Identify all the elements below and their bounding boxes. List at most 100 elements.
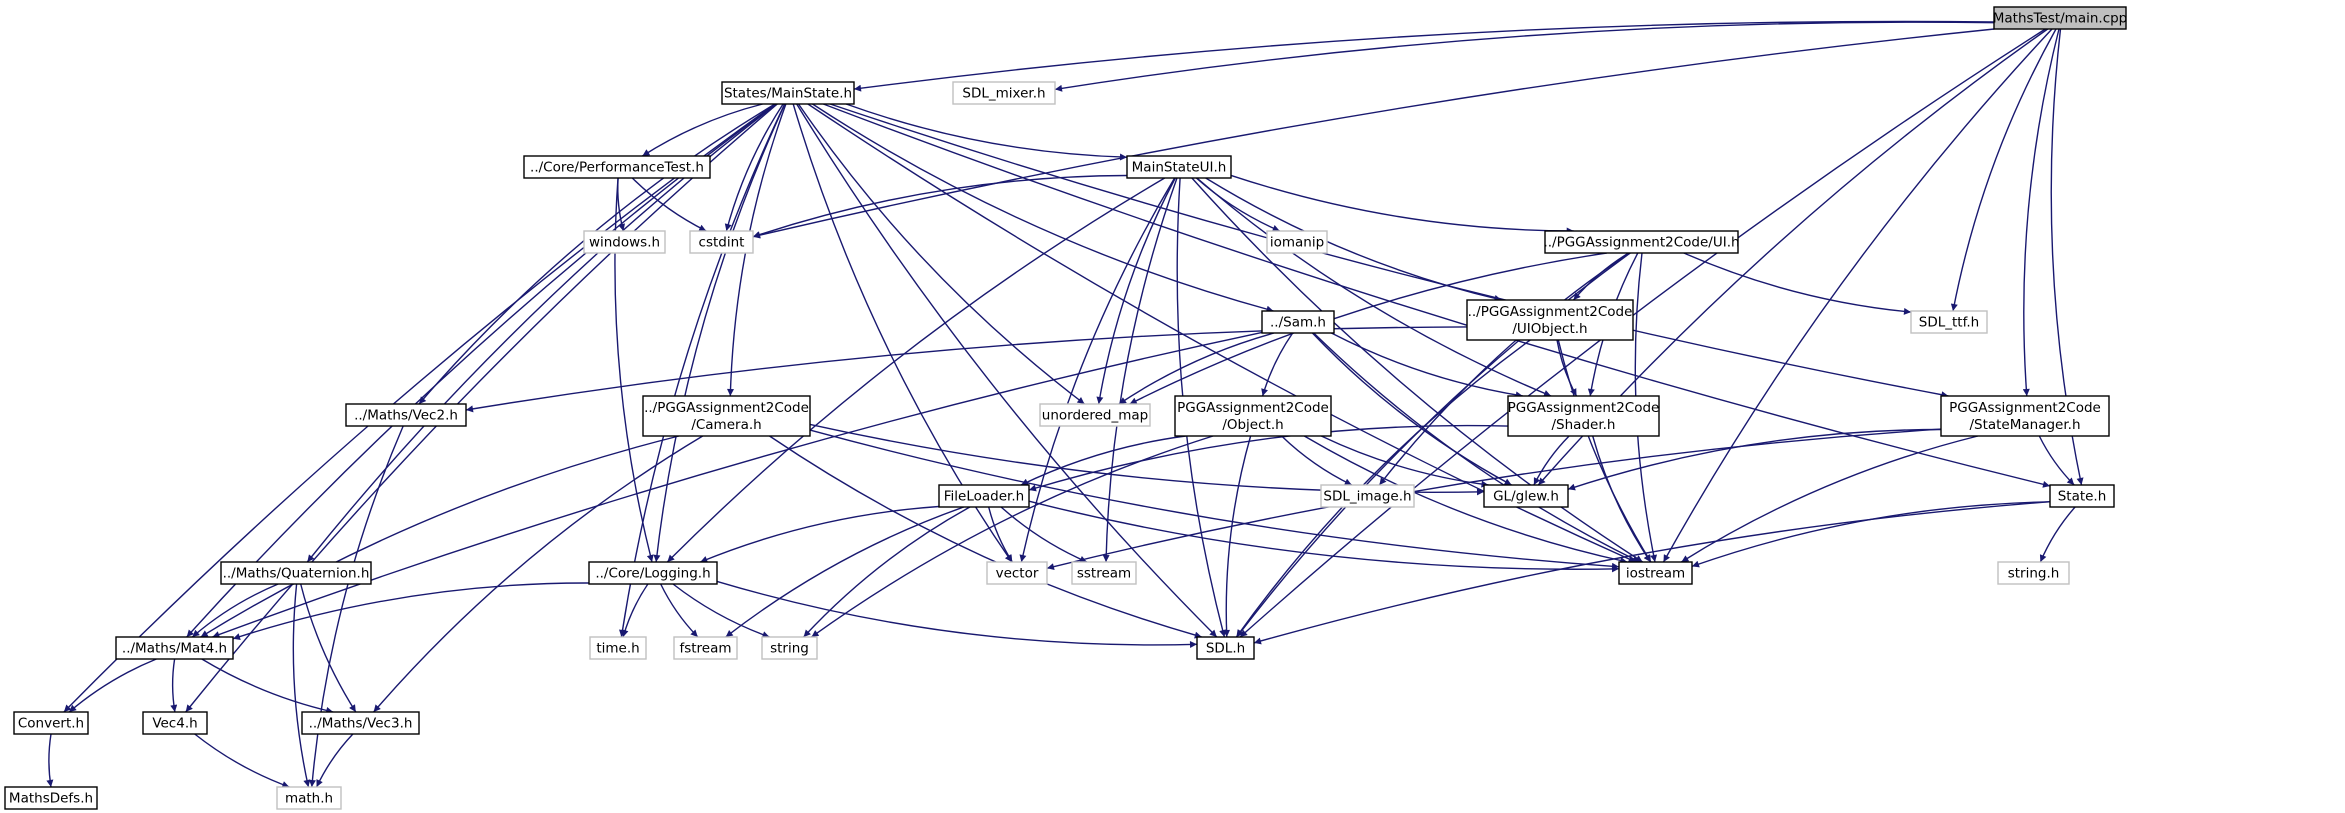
node-label: /Camera.h — [691, 417, 761, 433]
edge-sam-to-shader — [1331, 332, 1523, 399]
edge-perftest-to-cstdint — [631, 177, 707, 232]
node-windows[interactable]: windows.h — [583, 230, 666, 254]
node-convert[interactable]: Convert.h — [13, 711, 89, 735]
node-iomanip[interactable]: iomanip — [1266, 230, 1328, 254]
edge-object-to-sdl-image — [1281, 435, 1353, 486]
node-quaternion[interactable]: ../Maths/Quaternion.h — [220, 561, 372, 585]
node-main-cpp[interactable]: MathsTest/main.cpp — [1993, 6, 2128, 30]
node-box — [986, 561, 1048, 585]
node-box — [588, 561, 718, 585]
node-box — [721, 81, 855, 105]
node-string[interactable]: string — [761, 636, 818, 660]
node-statemanager[interactable]: PGGAssignment2Code/StateManager.h — [1940, 395, 2110, 437]
node-label: ../PGGAssignment2Code — [1468, 304, 1633, 320]
node-perftest[interactable]: ../Core/PerformanceTest.h — [523, 155, 711, 179]
node-sdl-ttf[interactable]: SDL_ttf.h — [1910, 310, 1988, 334]
node-shader[interactable]: PGGAssignment2Code/Shader.h — [1507, 395, 1660, 437]
node-logging[interactable]: ../Core/Logging.h — [588, 561, 718, 585]
node-label: /Object.h — [1222, 417, 1283, 433]
node-fstream[interactable]: fstream — [673, 636, 738, 660]
edge-mainstate-to-perftest — [642, 103, 763, 157]
edge-ui-h-to-unordered-map — [1129, 252, 1607, 405]
node-camera[interactable]: ../PGGAssignment2Code/Camera.h — [642, 395, 811, 437]
edge-quaternion-to-math-h — [292, 583, 311, 788]
node-sdl-image[interactable]: SDL_image.h — [1320, 484, 1415, 508]
node-mathsdefs[interactable]: MathsDefs.h — [4, 786, 98, 810]
edge-main-cpp-to-sdl-mixer — [1054, 21, 1995, 92]
edge-mainstate-to-statemanager — [829, 103, 1949, 399]
node-sdl-mixer[interactable]: SDL_mixer.h — [952, 81, 1056, 105]
node-label: SDL_image.h — [1323, 489, 1411, 505]
node-label: GL/glew.h — [1493, 489, 1559, 505]
node-box — [1261, 310, 1335, 334]
node-label: PGGAssignment2Code — [1949, 400, 2101, 416]
node-sdl-h[interactable]: SDL.h — [1196, 636, 1255, 660]
node-label: ../Core/PerformanceTest.h — [530, 160, 704, 176]
node-mainstate[interactable]: States/MainState.h — [721, 81, 855, 105]
node-box — [13, 711, 89, 735]
node-label: /UIObject.h — [1512, 321, 1587, 337]
edge-sam-to-mat4 — [212, 331, 1263, 638]
node-vector[interactable]: vector — [986, 561, 1048, 585]
edge-fileloader-to-vector — [988, 506, 1013, 563]
node-state[interactable]: State.h — [2049, 484, 2115, 508]
node-time-h[interactable]: time.h — [589, 636, 647, 660]
edge-ui-h-to-sdl-ttf — [1683, 252, 1912, 315]
edge-camera-to-sdl-h — [769, 435, 1202, 639]
edge-mainstateui-to-iostream — [1191, 177, 1643, 563]
node-ui-h[interactable]: ../PGGAssignment2Code/UI.h — [1543, 230, 1740, 254]
node-label: ../Maths/Quaternion.h — [223, 566, 370, 582]
edge-main-cpp-to-statemanager — [2022, 28, 2060, 397]
node-box — [938, 484, 1030, 508]
node-iostream[interactable]: iostream — [1618, 561, 1693, 585]
node-label: time.h — [596, 641, 639, 657]
edge-logging-to-sdl-h — [716, 580, 1198, 648]
node-fileloader[interactable]: FileLoader.h — [938, 484, 1030, 508]
edge-logging-to-time-h — [621, 583, 649, 638]
node-glew[interactable]: GL/glew.h — [1483, 484, 1569, 508]
node-uiobject[interactable]: ../PGGAssignment2Code/UIObject.h — [1466, 299, 1634, 341]
edge-mainstate-to-sam — [812, 103, 1274, 313]
node-box — [952, 81, 1056, 105]
node-box — [1266, 230, 1328, 254]
node-label: /StateManager.h — [1969, 417, 2080, 433]
edge-mainstate-to-state — [823, 103, 2051, 488]
node-vec3[interactable]: ../Maths/Vec3.h — [301, 711, 420, 735]
node-object[interactable]: PGGAssignment2Code/Object.h — [1174, 395, 1332, 437]
node-label: windows.h — [589, 235, 660, 251]
edge-shader-to-glew — [1533, 435, 1570, 486]
node-mat4[interactable]: ../Maths/Mat4.h — [115, 636, 234, 660]
edge-mainstateui-to-unordered-map — [1096, 177, 1176, 405]
edge-perftest-to-logging — [614, 177, 654, 563]
node-label: ../PGGAssignment2Code/UI.h — [1543, 235, 1739, 251]
node-box — [1071, 561, 1137, 585]
node-label: SDL_ttf.h — [1919, 315, 1979, 331]
node-sam[interactable]: ../Sam.h — [1261, 310, 1335, 334]
node-box — [761, 636, 818, 660]
node-label: iostream — [1626, 566, 1685, 582]
edge-mainstateui-to-iomanip — [1195, 177, 1280, 232]
node-label: ../Maths/Vec3.h — [309, 716, 413, 732]
node-box — [589, 636, 647, 660]
node-mainstateui[interactable]: MainStateUI.h — [1126, 155, 1232, 179]
node-label: MathsTest/main.cpp — [1993, 11, 2128, 27]
node-label: ../Sam.h — [1270, 315, 1326, 331]
edge-sam-to-object — [1261, 332, 1294, 397]
node-unordered-map[interactable]: unordered_map — [1039, 403, 1151, 427]
edge-statemanager-to-state — [2038, 435, 2075, 486]
node-cstdint[interactable]: cstdint — [689, 230, 754, 254]
edge-mainstate-to-mat4 — [186, 103, 777, 638]
node-sstream[interactable]: sstream — [1071, 561, 1137, 585]
node-vec4[interactable]: Vec4.h — [142, 711, 208, 735]
node-box — [115, 636, 234, 660]
node-math-h[interactable]: math.h — [276, 786, 342, 810]
edge-mainstateui-to-sstream — [1102, 177, 1178, 563]
node-label: ../Maths/Vec2.h — [354, 408, 458, 424]
edge-fileloader-to-sstream — [1000, 506, 1088, 563]
node-label: math.h — [285, 791, 333, 807]
node-vec2[interactable]: ../Maths/Vec2.h — [345, 403, 467, 427]
edge-shader-to-iostream — [1592, 435, 1652, 563]
node-string-h[interactable]: string.h — [1997, 561, 2070, 585]
